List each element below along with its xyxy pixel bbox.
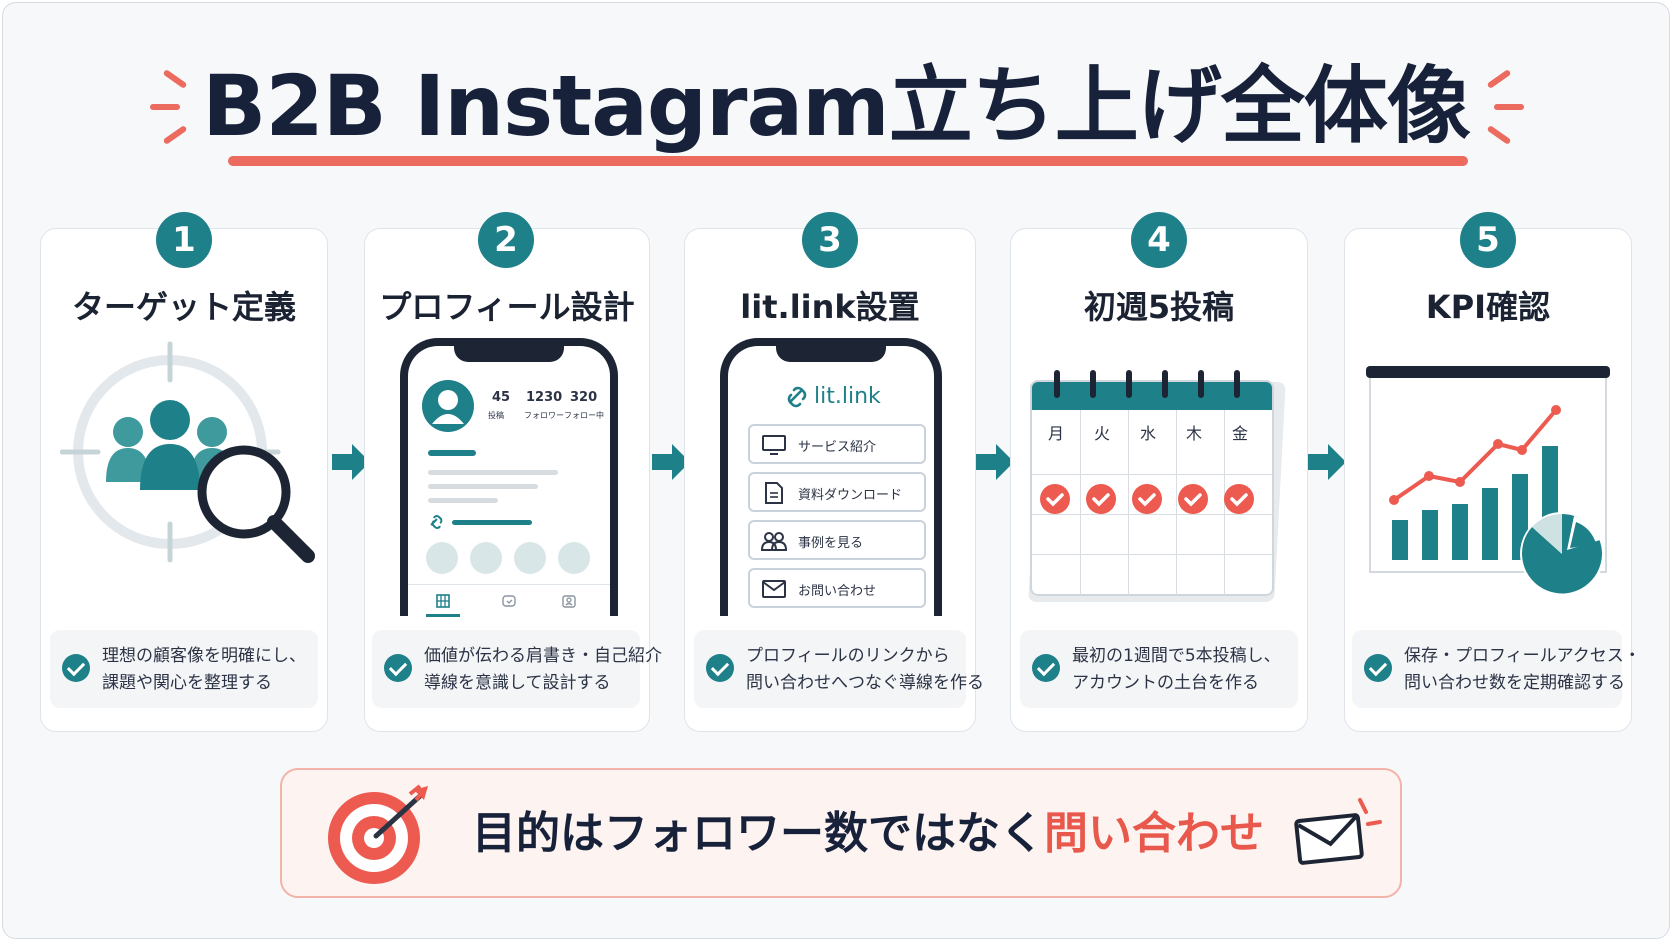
target-audience-search-icon bbox=[60, 341, 315, 563]
step-note-5: 保存・プロフィールアクセス・問い合わせ数を定期確認する bbox=[1352, 630, 1641, 708]
monitor-icon bbox=[762, 435, 786, 455]
check-icon bbox=[62, 654, 90, 682]
posts-count: 45 bbox=[492, 390, 511, 405]
step-note-1: 理想の顧客像を明確にし、課題や関心を整理する bbox=[50, 630, 318, 708]
check-icon bbox=[706, 654, 734, 682]
lit-link-item-cases[interactable]: 事例を見る bbox=[748, 520, 926, 560]
arrow-right-icon bbox=[1308, 444, 1346, 480]
arrow-right-icon bbox=[652, 444, 690, 480]
step-note-text-2: 価値が伝わる肩書き・自己紹介導線を意識して設計する bbox=[424, 646, 662, 693]
step-title-2: プロフィール設計 bbox=[379, 288, 635, 326]
goal-text: 目的はフォロワー数ではなく問い合わせ bbox=[472, 800, 1264, 868]
step-number-4: 4 bbox=[1131, 212, 1187, 268]
goal-banner: 目的はフォロワー数ではなく問い合わせ bbox=[280, 768, 1402, 898]
lit-link-logo: lit.link bbox=[814, 384, 881, 409]
kpi-chart-icon bbox=[1366, 366, 1610, 596]
following-count: 320 bbox=[570, 390, 598, 405]
step-number-1: 1 bbox=[156, 212, 212, 268]
step-title-1: ターゲット定義 bbox=[71, 288, 296, 326]
document-icon bbox=[765, 482, 783, 504]
day-fri: 金 bbox=[1232, 424, 1249, 443]
step-note-2: 価値が伝わる肩書き・自己紹介導線を意識して設計する bbox=[372, 630, 662, 708]
people-icon bbox=[760, 532, 788, 551]
step-note-text-1: 理想の顧客像を明確にし、課題や関心を整理する bbox=[102, 646, 306, 693]
step-number-5: 5 bbox=[1460, 212, 1516, 268]
target-dart-icon bbox=[328, 784, 428, 884]
goal-text-accent: 問い合わせ bbox=[1044, 808, 1264, 859]
lit-link-phone-icon: lit.link サービス紹介 資料ダウンロード 事例を見る お問い合わせ bbox=[720, 338, 942, 616]
title-wrap: B2B Instagram立ち上げ全体像 bbox=[0, 56, 1672, 156]
page-title: B2B Instagram立ち上げ全体像 bbox=[202, 57, 1470, 155]
check-icon bbox=[1364, 654, 1392, 682]
link-icon bbox=[787, 386, 807, 408]
day-thu: 木 bbox=[1186, 424, 1203, 443]
check-icon bbox=[384, 654, 412, 682]
profile-phone-icon: 45 投稿 1230 フォロワー 320 フォロー中 bbox=[400, 338, 618, 617]
step-note-4: 最初の1週間で5本投稿し、アカウントの土台を作る bbox=[1020, 630, 1298, 708]
check-marks-icon bbox=[1040, 484, 1254, 514]
posts-label: 投稿 bbox=[488, 411, 504, 420]
step-title-4: 初週5投稿 bbox=[1083, 288, 1235, 326]
followers-count: 1230 bbox=[526, 390, 563, 405]
step-title-5: KPI確認 bbox=[1425, 288, 1551, 326]
step-note-text-3: プロフィールのリンクから問い合わせへつなぐ導線を作る bbox=[746, 646, 984, 693]
grid-icon bbox=[436, 594, 450, 608]
mail-icon bbox=[762, 580, 786, 598]
lit-link-item-download[interactable]: 資料ダウンロード bbox=[748, 472, 926, 512]
step-note-text-4: 最初の1週間で5本投稿し、アカウントの土台を作る bbox=[1072, 646, 1281, 693]
tagged-icon bbox=[562, 595, 576, 608]
calendar-icon: 月 火 水 木 金 bbox=[1028, 370, 1286, 606]
day-tue: 火 bbox=[1094, 424, 1111, 443]
step-title-3: lit.link設置 bbox=[740, 288, 920, 326]
check-icon bbox=[1032, 654, 1060, 682]
step-note-3: プロフィールのリンクから問い合わせへつなぐ導線を作る bbox=[694, 630, 984, 708]
arrow-right-icon bbox=[976, 444, 1014, 480]
reels-icon bbox=[502, 595, 516, 607]
avatar bbox=[422, 380, 474, 432]
mail-icon bbox=[1294, 798, 1382, 865]
following-label: フォロー中 bbox=[564, 411, 604, 420]
goal-text-main: 目的はフォロワー数ではなく bbox=[472, 808, 1044, 859]
arrow-right-icon bbox=[332, 444, 370, 480]
lit-link-item-contact[interactable]: お問い合わせ bbox=[748, 568, 926, 608]
step-note-text-5: 保存・プロフィールアクセス・問い合わせ数を定期確認する bbox=[1404, 646, 1641, 693]
followers-label: フォロワー bbox=[524, 411, 564, 420]
step-number-3: 3 bbox=[802, 212, 858, 268]
day-mon: 月 bbox=[1048, 424, 1065, 443]
step-number-2: 2 bbox=[478, 212, 534, 268]
link-icon bbox=[430, 515, 443, 529]
lit-link-item-service[interactable]: サービス紹介 bbox=[748, 424, 926, 464]
day-wed: 水 bbox=[1140, 424, 1157, 443]
title-underline bbox=[228, 156, 1468, 166]
